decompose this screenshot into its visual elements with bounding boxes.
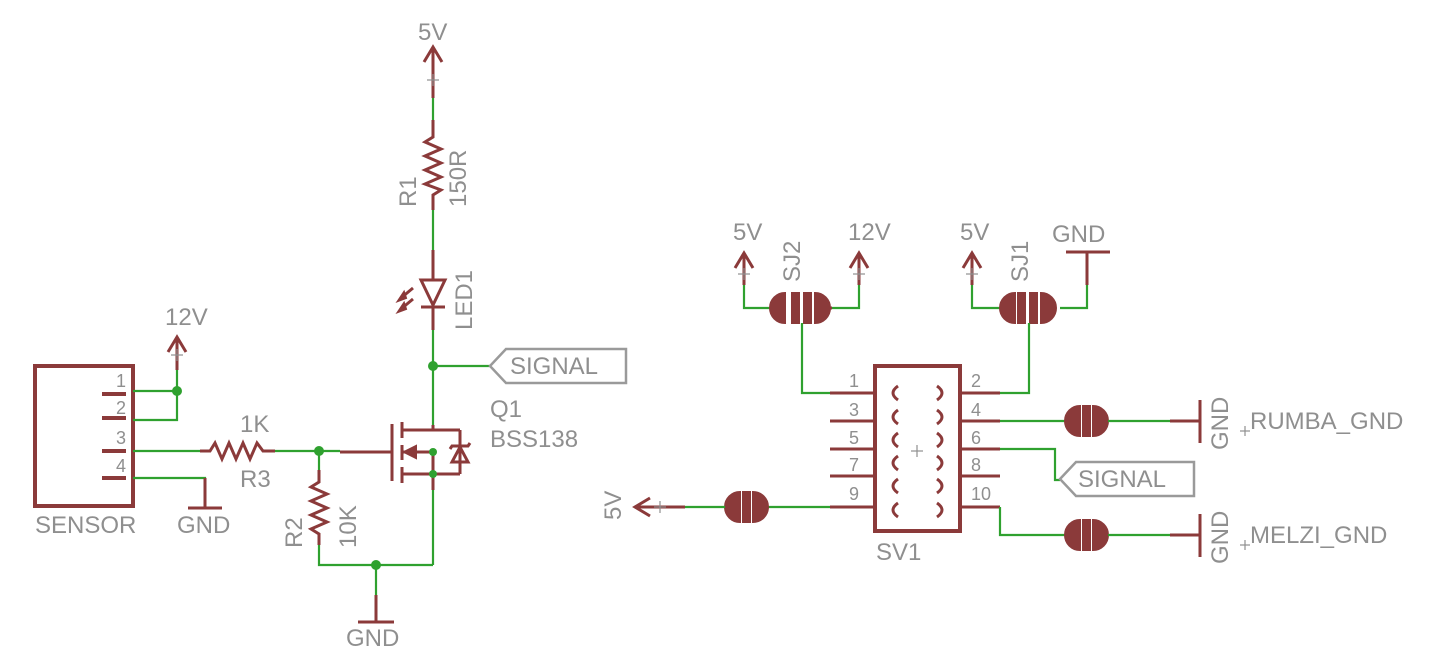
sv1-pin-8: 8 — [971, 455, 981, 475]
gnd-sensor-label: GND — [177, 512, 230, 539]
sv1-pin-4: 4 — [971, 400, 981, 420]
supply-5v-pin9-label: 5V — [600, 491, 627, 520]
solder-jumper-sj2: SJ2 — [769, 241, 832, 325]
sv1-pin-7: 7 — [849, 455, 859, 475]
gnd-sensor: GND — [177, 478, 230, 539]
sensor-pin-4: 4 — [116, 456, 126, 476]
supply-5v-sj2: 5V — [733, 219, 762, 285]
sensor-pin-3: 3 — [116, 428, 126, 448]
gnd-sj1: GND — [1052, 221, 1110, 285]
r2-ref: R2 — [281, 517, 308, 548]
supply-5v-top-label: 5V — [418, 19, 447, 46]
sv1-pin-2: 2 — [971, 371, 981, 391]
supply-5v-pin9: 5V — [600, 491, 685, 520]
solder-jumper-rumba — [1064, 404, 1109, 438]
gnd-melzi: GND — [1198, 511, 1234, 564]
sj2-ref: SJ2 — [779, 241, 806, 282]
solder-jumper-5v-pin9 — [724, 490, 769, 524]
sj1-ref: SJ1 — [1007, 241, 1034, 282]
solder-jumper-sj1: SJ1 — [999, 241, 1057, 325]
melzi-gnd-label: MELZI_GND — [1250, 522, 1387, 549]
supply-12v-sensor: 12V — [165, 304, 208, 370]
r1-ref: R1 — [395, 176, 422, 207]
sv1-pin-6: 6 — [971, 428, 981, 448]
net-label-signal-right: SIGNAL — [1058, 460, 1196, 498]
signal-right-text: SIGNAL — [1078, 466, 1166, 493]
r2-value: 10K — [335, 505, 362, 548]
solder-jumper-melzi — [1064, 518, 1109, 552]
supply-5v-sj1: 5V — [960, 219, 989, 285]
gnd-bottom: GND — [346, 595, 399, 652]
r3-value: 1K — [240, 411, 269, 438]
sv1-pin-1: 1 — [849, 371, 859, 391]
supply-12v-sj2-label: 12V — [848, 219, 891, 246]
sensor-pin-2: 2 — [116, 398, 126, 418]
resistor-r3: 1K R3 — [200, 411, 275, 493]
led-led1: LED1 — [395, 250, 478, 330]
gnd-rumba: GND — [1198, 397, 1234, 450]
rumba-gnd-label: RUMBA_GND — [1250, 408, 1403, 435]
supply-5v-top: 5V — [418, 19, 447, 98]
connector-sensor: 1 2 3 4 SENSOR — [33, 364, 136, 539]
sensor-pin-1: 1 — [116, 371, 126, 391]
sv1-pin-9: 9 — [849, 484, 859, 504]
led1-ref: LED1 — [451, 270, 478, 330]
q1-value: BSS138 — [490, 426, 578, 453]
mosfet-q1: Q1 BSS138 — [340, 396, 578, 490]
sv1-pin-10: 10 — [971, 484, 991, 504]
supply-5v-sj2-label: 5V — [733, 219, 762, 246]
supply-12v-sensor-label: 12V — [165, 304, 208, 331]
r3-ref: R3 — [240, 466, 271, 493]
r1-value: 150R — [445, 150, 472, 207]
net-label-signal-left: SIGNAL — [488, 347, 628, 385]
signal-left-text: SIGNAL — [510, 353, 598, 380]
gnd-sj1-label: GND — [1052, 221, 1105, 248]
sv1-ref: SV1 — [876, 539, 921, 566]
header-sv1: SV1 1 2 3 4 5 6 7 8 9 10 — [849, 364, 991, 566]
supply-5v-sj1-label: 5V — [960, 219, 989, 246]
sv1-pin-5: 5 — [849, 428, 859, 448]
sv1-pin-3: 3 — [849, 400, 859, 420]
supply-12v-sj2: 12V — [848, 219, 891, 285]
resistor-r1: R1 150R — [395, 120, 472, 210]
resistor-r2: R2 10K — [281, 470, 362, 548]
sensor-ref: SENSOR — [35, 512, 136, 539]
gnd-bottom-label: GND — [346, 625, 399, 652]
q1-ref: Q1 — [490, 396, 522, 423]
gnd-melzi-label: GND — [1207, 511, 1234, 564]
gnd-rumba-label: GND — [1207, 397, 1234, 450]
